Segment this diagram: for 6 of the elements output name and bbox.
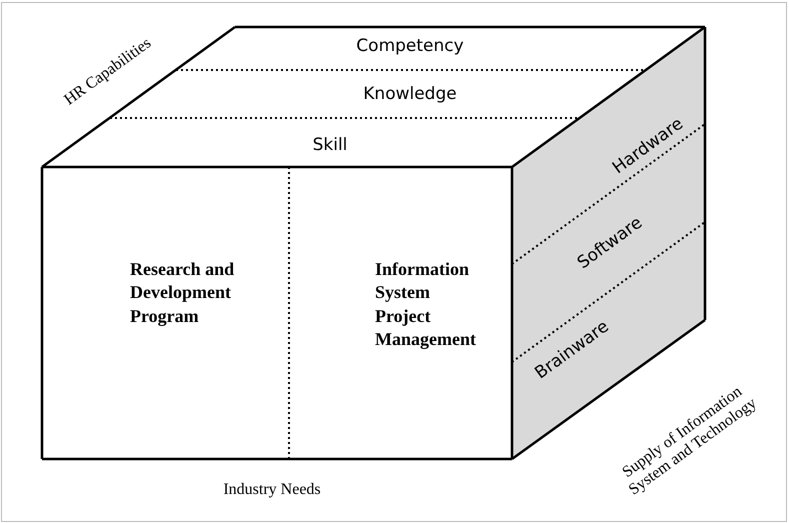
section-title: Information System Project Management	[375, 258, 477, 352]
band-label: Skill	[312, 135, 348, 155]
band-label: Competency	[356, 36, 464, 56]
axis-label: Industry Needs	[223, 481, 321, 499]
band-label: Knowledge	[363, 84, 457, 104]
section-title: Research and Development Program	[130, 258, 236, 328]
